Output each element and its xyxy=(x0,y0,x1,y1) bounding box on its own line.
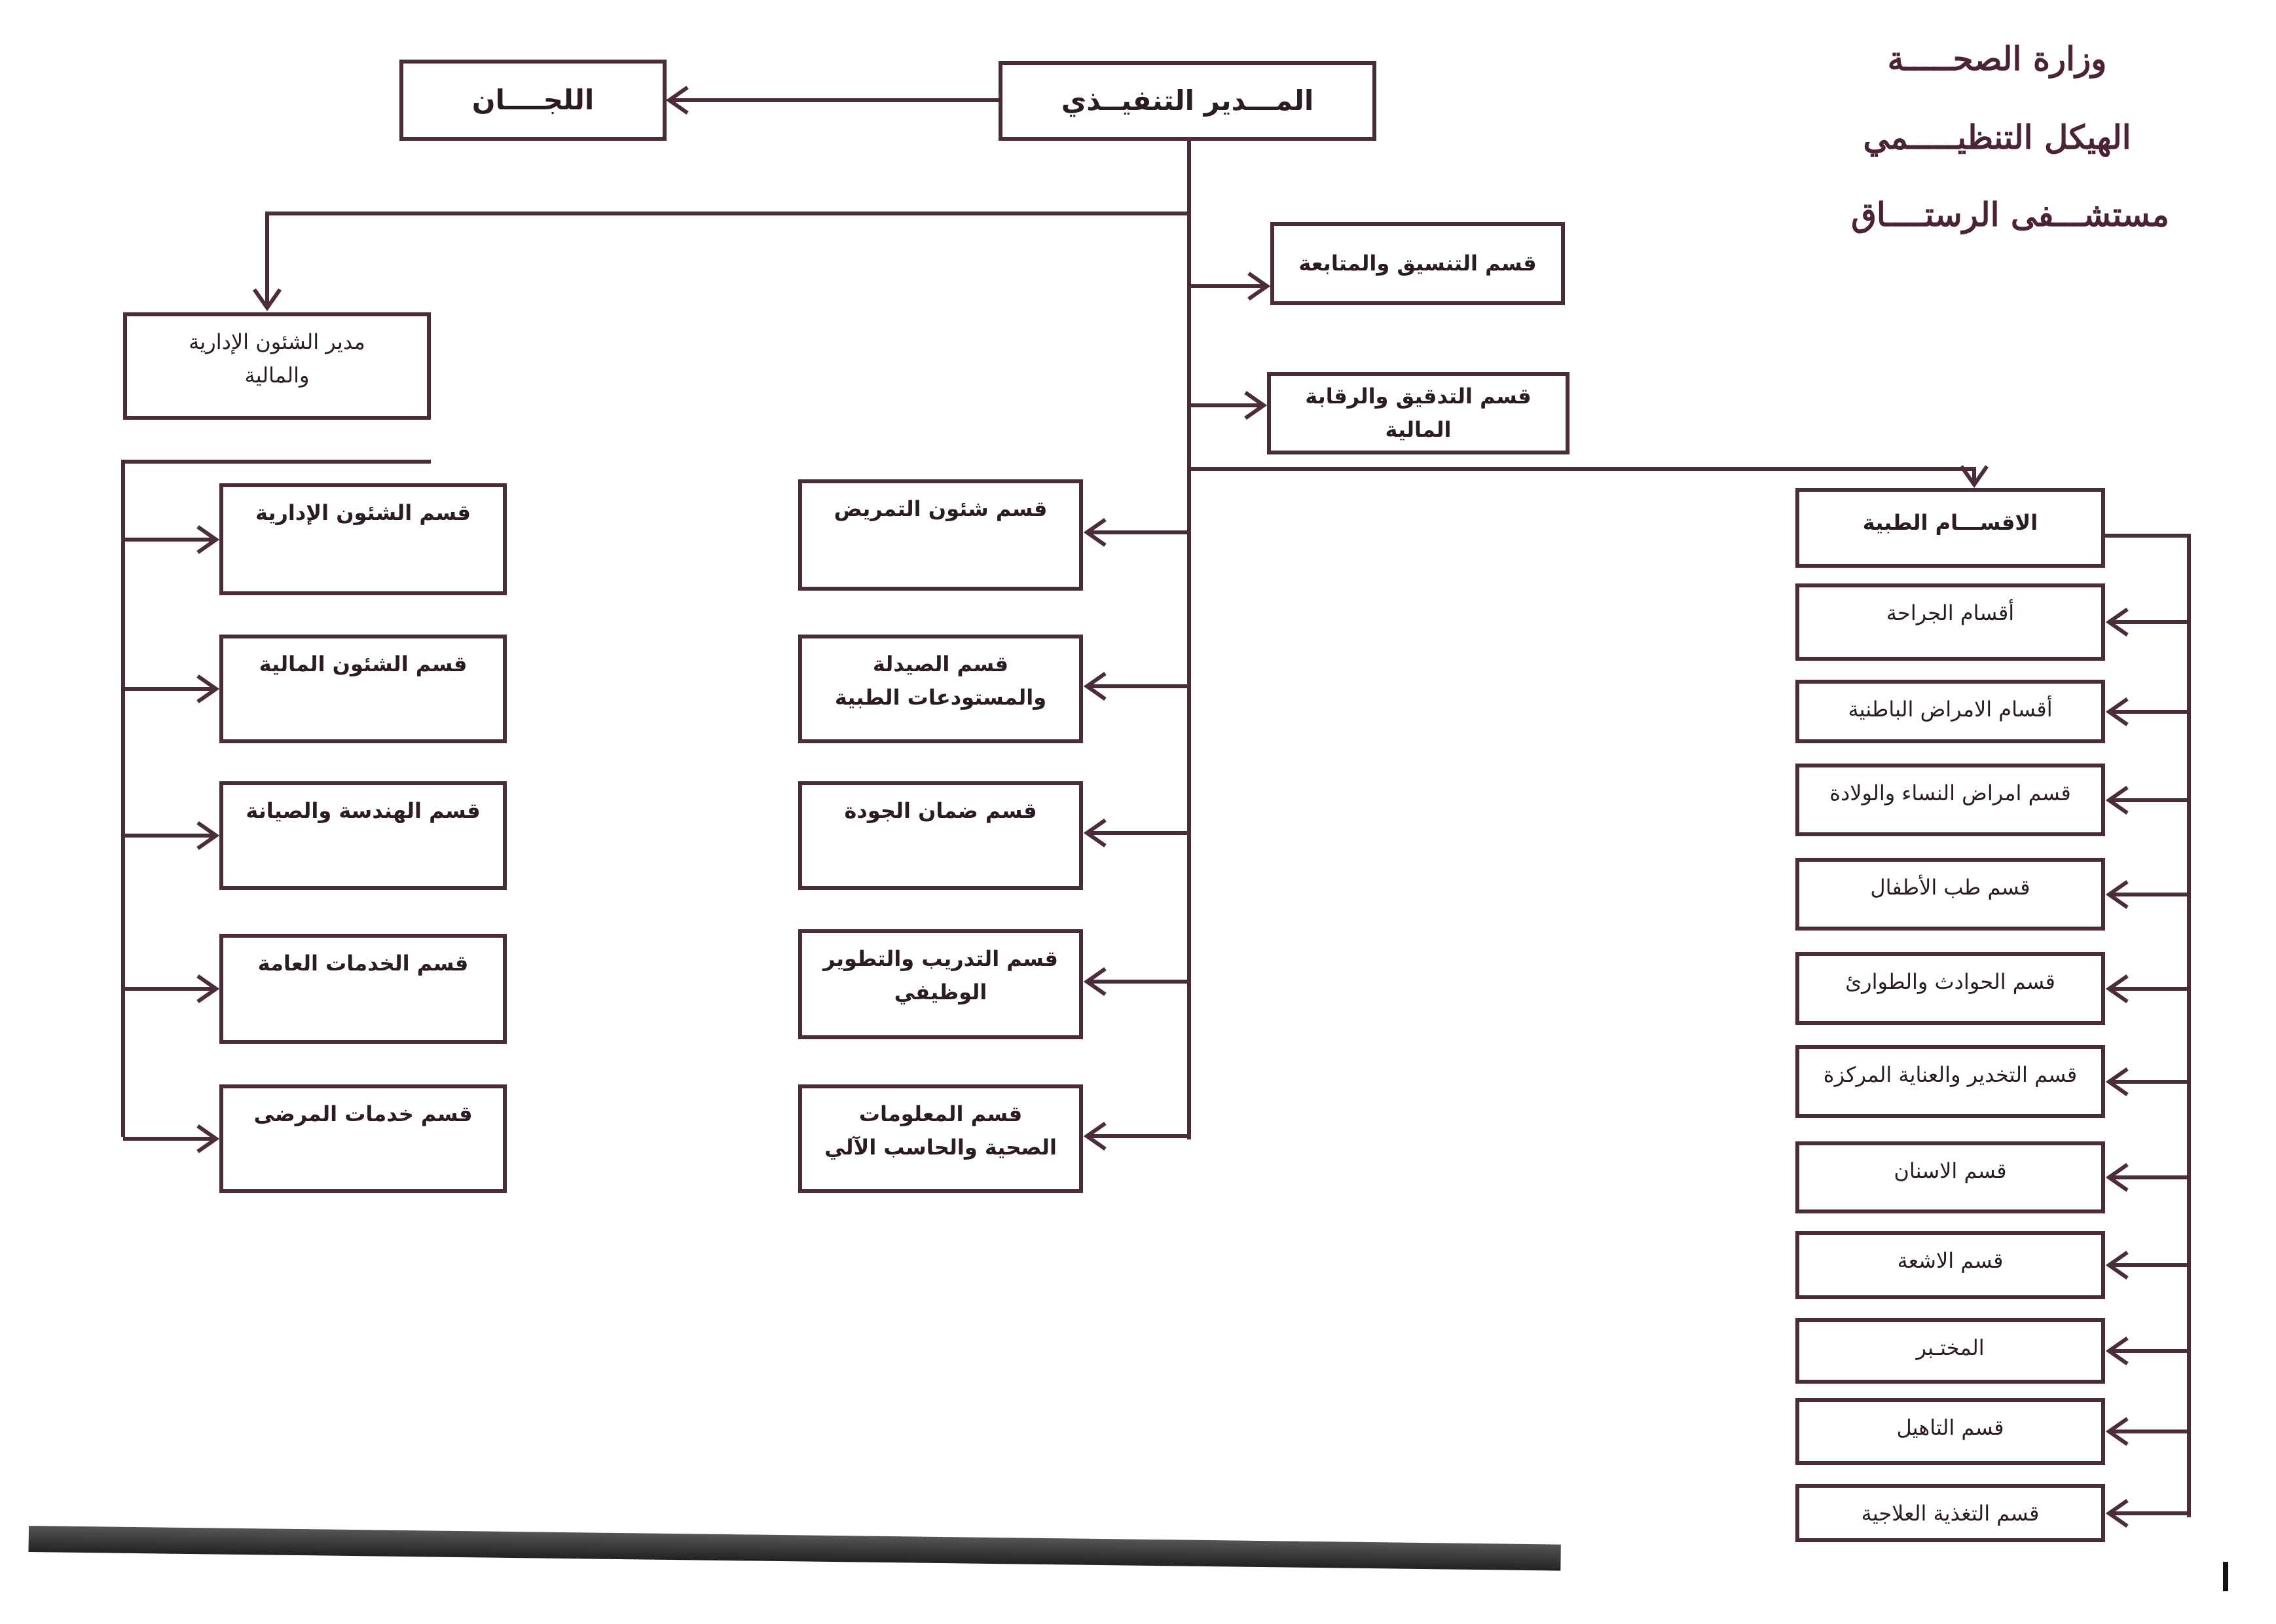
arrowhead-icon xyxy=(196,525,220,555)
admin-section-box: قسم الشئون الإدارية xyxy=(219,483,507,595)
arrowhead-icon xyxy=(2105,974,2129,1004)
arrowhead-icon xyxy=(1959,465,1989,489)
admin-section-box: قسم الهندسة والصيانة xyxy=(219,781,507,890)
middle-section-box: قسم شئون التمريض xyxy=(798,479,1083,591)
arrowhead-icon xyxy=(665,85,689,115)
medical-section-box: قسم التاهيل xyxy=(1795,1398,2105,1465)
arrowhead-icon xyxy=(1083,671,1107,701)
arrowhead-icon xyxy=(196,1124,220,1154)
middle-section-box: قسم الصيدلة والمستودعات الطبية xyxy=(798,635,1083,743)
medical-section-box: قسم الاشعة xyxy=(1795,1231,2105,1299)
arrowhead-icon xyxy=(196,674,220,704)
connector xyxy=(1189,467,1976,483)
arrowhead-icon xyxy=(2105,1162,2129,1192)
connector xyxy=(2105,534,2191,1517)
arrowhead-icon xyxy=(2105,697,2129,727)
arrowhead-icon xyxy=(1083,1121,1107,1151)
arrowhead-icon xyxy=(1083,818,1107,848)
admin-section-box: قسم الخدمات العامة xyxy=(219,934,507,1044)
arrowhead-icon xyxy=(1247,271,1271,301)
coordination-section-box: قسم التنسيق والمتابعة xyxy=(1270,222,1565,305)
arrowhead-icon xyxy=(2105,1067,2129,1097)
medical-departments-header: الاقســـام الطبية xyxy=(1795,488,2105,568)
connector xyxy=(265,212,1189,308)
medical-section-box: قسم الاسنان xyxy=(1795,1141,2105,1213)
executive-director-box: المـــدير التنفيــذي xyxy=(999,61,1376,141)
arrowhead-icon xyxy=(1244,390,1268,420)
medical-section-box: قسم التخدير والعناية المركزة xyxy=(1795,1045,2105,1118)
admin-section-box: قسم الشئون المالية xyxy=(219,635,507,743)
structure-title: الهيكل التنظيـــــمي xyxy=(1863,118,2131,157)
admin-director-box: مدير الشئون الإدارية والمالية xyxy=(123,312,431,420)
arrowhead-icon xyxy=(2105,607,2129,637)
arrowhead-icon xyxy=(2105,785,2129,815)
arrowhead-icon xyxy=(2105,1416,2129,1447)
arrowhead-icon xyxy=(2105,1336,2129,1366)
medical-section-box: قسم طب الأطفال xyxy=(1795,858,2105,931)
arrowhead-icon xyxy=(2105,879,2129,910)
medical-section-box: المختـبر xyxy=(1795,1318,2105,1384)
arrowhead-icon xyxy=(196,821,220,851)
medical-section-box: أقسام الجراحة xyxy=(1795,583,2105,661)
arrowhead-icon xyxy=(2105,1498,2129,1528)
admin-section-box: قسم خدمات المرضى xyxy=(219,1084,507,1193)
middle-section-box: قسم ضمان الجودة xyxy=(798,781,1083,890)
hospital-title: مستشـــفى الرستــــاق xyxy=(1851,195,2169,234)
committees-box: اللجــــان xyxy=(399,60,667,141)
arrowhead-icon xyxy=(196,974,220,1004)
ministry-title: وزارة الصحـــــة xyxy=(1887,39,2107,78)
audit-section-box: قسم التدقيق والرقابة المالية xyxy=(1267,372,1569,454)
medical-section-box: أقسام الامراض الباطنية xyxy=(1795,680,2105,743)
medical-section-box: قسم امراض النساء والولادة xyxy=(1795,764,2105,836)
middle-section-box: قسم المعلومات الصحية والحاسب الآلي xyxy=(798,1084,1083,1193)
arrowhead-icon xyxy=(252,288,282,312)
arrowhead-icon xyxy=(1083,967,1107,997)
middle-section-box: قسم التدريب والتطوير الوظيفي xyxy=(798,929,1083,1039)
scan-mark xyxy=(2223,1562,2228,1591)
connector xyxy=(121,460,431,1137)
arrowhead-icon xyxy=(1083,517,1107,547)
medical-section-box: قسم الحوادث والطوارئ xyxy=(1795,952,2105,1025)
arrowhead-icon xyxy=(2105,1250,2129,1280)
medical-section-box: قسم التغذية العلاجية xyxy=(1795,1484,2105,1542)
